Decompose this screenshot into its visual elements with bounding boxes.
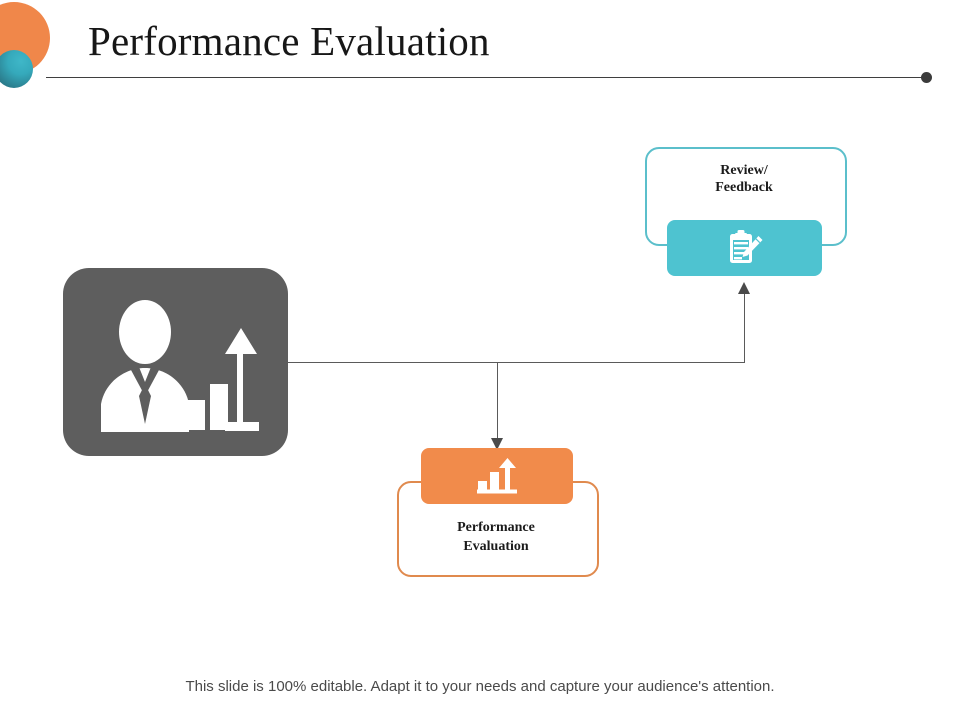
teal-circle-icon [0, 50, 33, 88]
node-performance-evaluation-label: Performance Evaluation [457, 520, 535, 554]
header-end-dot-icon [921, 72, 932, 83]
header-divider [46, 77, 926, 78]
source-node-card[interactable] [63, 268, 288, 456]
bar-chart-growth-arrow-icon [477, 458, 517, 494]
page-title: Performance Evaluation [88, 18, 490, 64]
connector-vertical-down [497, 362, 498, 440]
connector-vertical-up [744, 293, 745, 363]
arrow-up-icon [738, 282, 750, 294]
node-performance-evaluation-icon-box[interactable] [421, 448, 573, 504]
node-review-feedback-label: Review/ Feedback [715, 163, 773, 195]
arrow-down-icon [491, 438, 503, 450]
clipboard-pencil-icon [729, 230, 762, 263]
businessman-growth-chart-icon [100, 300, 259, 432]
connector-horizontal [288, 362, 745, 363]
footer-note: This slide is 100% editable. Adapt it to… [185, 678, 775, 695]
node-review-feedback-icon-box[interactable] [667, 220, 822, 276]
